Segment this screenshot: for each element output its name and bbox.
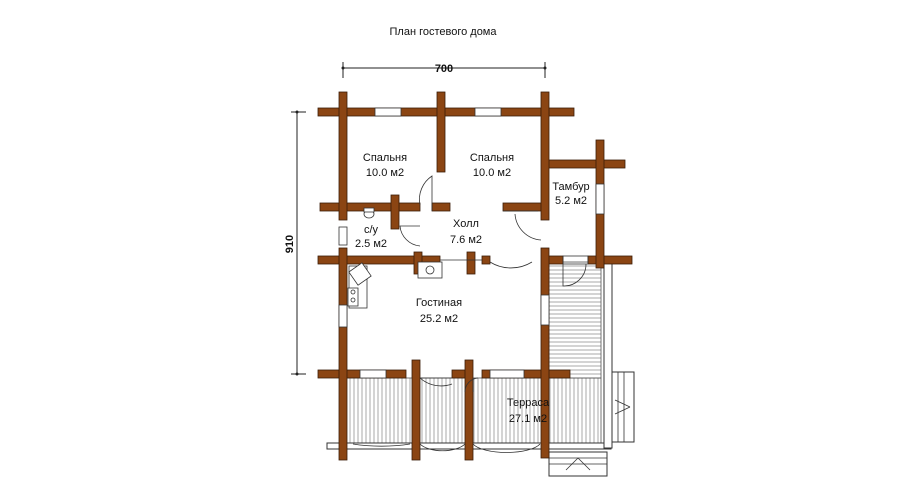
room-area: 27.1 м2 (509, 413, 547, 425)
room-name: Спальня (470, 152, 514, 164)
room-area: 10.0 м2 (473, 167, 511, 179)
room-area: 2.5 м2 (355, 238, 387, 250)
room-name: Гостиная (416, 297, 462, 309)
room-vestibule: Тамбур 5.2 м2 (552, 181, 589, 207)
doors (352, 175, 587, 453)
height-dimension: 910 (284, 110, 306, 376)
room-name: с/у (364, 224, 379, 236)
plan-title: План гостевого дома (390, 26, 498, 38)
room-bathroom: с/у 2.5 м2 (355, 224, 387, 250)
room-area: 25.2 м2 (420, 313, 458, 325)
room-area: 10.0 м2 (366, 167, 404, 179)
room-living: Гостиная 25.2 м2 (416, 297, 462, 325)
room-area: 7.6 м2 (450, 234, 482, 246)
fixtures (347, 207, 443, 309)
room-area: 5.2 м2 (555, 195, 587, 207)
room-name: Спальня (363, 152, 407, 164)
entrance-steps (548, 371, 635, 477)
width-dimension: 700 (341, 62, 547, 78)
room-terrace: Терраса 27.1 м2 (507, 397, 550, 425)
room-bedroom-1: Спальня 10.0 м2 (363, 152, 407, 179)
room-hall: Холл 7.6 м2 (450, 218, 482, 246)
room-labels: Спальня 10.0 м2 Спальня 10.0 м2 Тамбур 5… (355, 152, 590, 425)
room-name: Терраса (507, 397, 550, 409)
width-label: 700 (435, 63, 453, 75)
height-label: 910 (284, 235, 296, 253)
room-name: Холл (453, 218, 479, 230)
room-bedroom-2: Спальня 10.0 м2 (470, 152, 514, 179)
windows (338, 107, 605, 379)
room-name: Тамбур (552, 181, 589, 193)
